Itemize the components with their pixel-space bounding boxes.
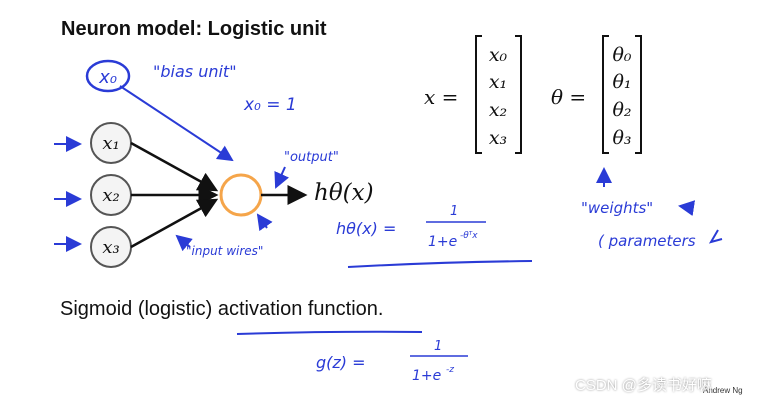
g-formula-numerator: 1 — [434, 339, 442, 354]
input-node-1: x₁ — [90, 122, 132, 164]
input-node-3-label: x₃ — [102, 237, 119, 258]
input-wires-pointer — [175, 234, 193, 252]
theta-entry-1: θ₁ — [612, 71, 631, 93]
input-wire-3 — [130, 198, 219, 249]
output-label: hθ(x) — [314, 180, 374, 206]
input-node-1-label: x₁ — [102, 133, 119, 154]
parameters-note-check — [708, 229, 723, 244]
input-node-2: x₂ — [90, 174, 132, 216]
bias-node-label: x₀ — [98, 67, 117, 88]
input-node-3: x₃ — [90, 226, 132, 268]
bias-value-note: x₀ = 1 — [243, 95, 297, 115]
x-vector-right-bracket — [515, 35, 522, 154]
x-entry-2: x₂ — [489, 99, 507, 121]
bias-unit-note: "bias unit" — [153, 62, 237, 81]
slide-title: Neuron model: Logistic unit — [61, 18, 327, 40]
author-credit: Andrew Ng — [703, 386, 743, 395]
theta-entry-2: θ₂ — [612, 99, 631, 121]
bias-node — [85, 59, 131, 93]
theta-vector-left-bracket — [602, 35, 609, 154]
output-note: "output" — [284, 150, 339, 165]
output-node-pointer — [256, 213, 273, 232]
theta-entry-3: θ₃ — [612, 127, 631, 149]
g-formula-denominator: 1+e — [412, 368, 441, 384]
output-note-arrow — [274, 166, 290, 189]
x-entry-1: x₁ — [489, 71, 507, 93]
x-entry-3: x₃ — [489, 127, 507, 149]
output-node — [219, 173, 263, 217]
h-formula-lhs: hθ(x) = — [336, 219, 396, 238]
x-entry-0: x₀ — [489, 44, 508, 66]
sigmoid-heading: Sigmoid (logistic) activation function. — [60, 298, 384, 320]
theta-vector-right-bracket — [635, 35, 642, 154]
theta-entry-0: θ₀ — [612, 44, 631, 66]
bias-wire — [119, 85, 234, 162]
watermark: CSDN @多读书好嘛 — [575, 377, 712, 394]
h-formula-denominator: 1+e — [428, 234, 457, 250]
x-vector-left-bracket — [475, 35, 482, 154]
weights-note: "weights" — [581, 199, 653, 217]
g-formula-exponent: -z — [446, 365, 454, 375]
theta-vector-label: θ = — [551, 85, 586, 109]
input-node-2-label: x₂ — [102, 185, 119, 206]
weights-note-arrow — [678, 200, 696, 217]
parameters-note: ( parameters — [598, 232, 696, 250]
input-wires-note: "input wires" — [186, 244, 263, 258]
input-wire-1 — [130, 141, 219, 192]
sigmoid-underline — [236, 330, 423, 335]
x-vector-label: x = — [424, 85, 458, 109]
h-formula-exponent: -θᵀx — [460, 231, 478, 241]
h-formula-underline — [347, 260, 533, 268]
h-formula-numerator: 1 — [450, 204, 458, 219]
g-formula-lhs: g(z) = — [316, 353, 366, 372]
